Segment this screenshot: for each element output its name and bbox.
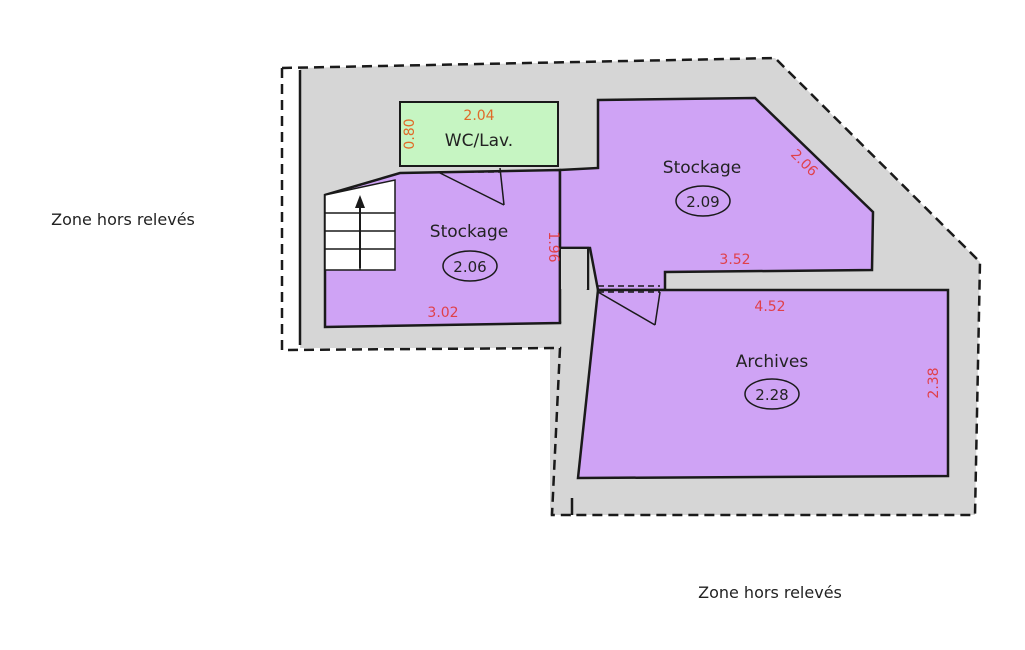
dimension-stockage-left-width: 3.02 (427, 305, 458, 321)
room-label-wc: WC/Lav. (445, 131, 513, 151)
dimension-wc-height: 0.80 (402, 118, 418, 149)
area-badge-archives (744, 378, 800, 410)
door-archives (597, 285, 661, 326)
area-badge-stockage-right (675, 185, 731, 217)
dimension-archives-width: 4.52 (754, 299, 785, 315)
room-label-stockage-left: Stockage (430, 222, 508, 242)
room-wc (399, 101, 559, 167)
dimension-wc-width: 2.04 (463, 108, 494, 124)
area-archives: 2.28 (755, 386, 788, 404)
room-archives (576, 288, 950, 480)
dimension-stockage-right-width: 3.52 (719, 252, 750, 268)
zone-label-left: Zone hors relevés (51, 210, 195, 229)
dimension-archives-height: 2.38 (926, 367, 942, 398)
area-stockage-right: 2.09 (686, 193, 719, 211)
outer-boundary-dashed (281, 56, 982, 517)
area-stockage-left: 2.06 (453, 258, 486, 276)
door-wc (437, 167, 505, 206)
room-label-archives: Archives (736, 352, 809, 372)
left-boundary-dashed (280, 68, 572, 517)
stair-arrow-icon (355, 195, 365, 268)
area-badge-stockage-left (442, 250, 498, 282)
zone-label-bottom: Zone hors relevés (698, 583, 842, 602)
room-label-stockage-right: Stockage (663, 158, 741, 178)
partition-fill (561, 249, 587, 289)
dimension-stockage-left-height: 1.96 (545, 231, 561, 262)
